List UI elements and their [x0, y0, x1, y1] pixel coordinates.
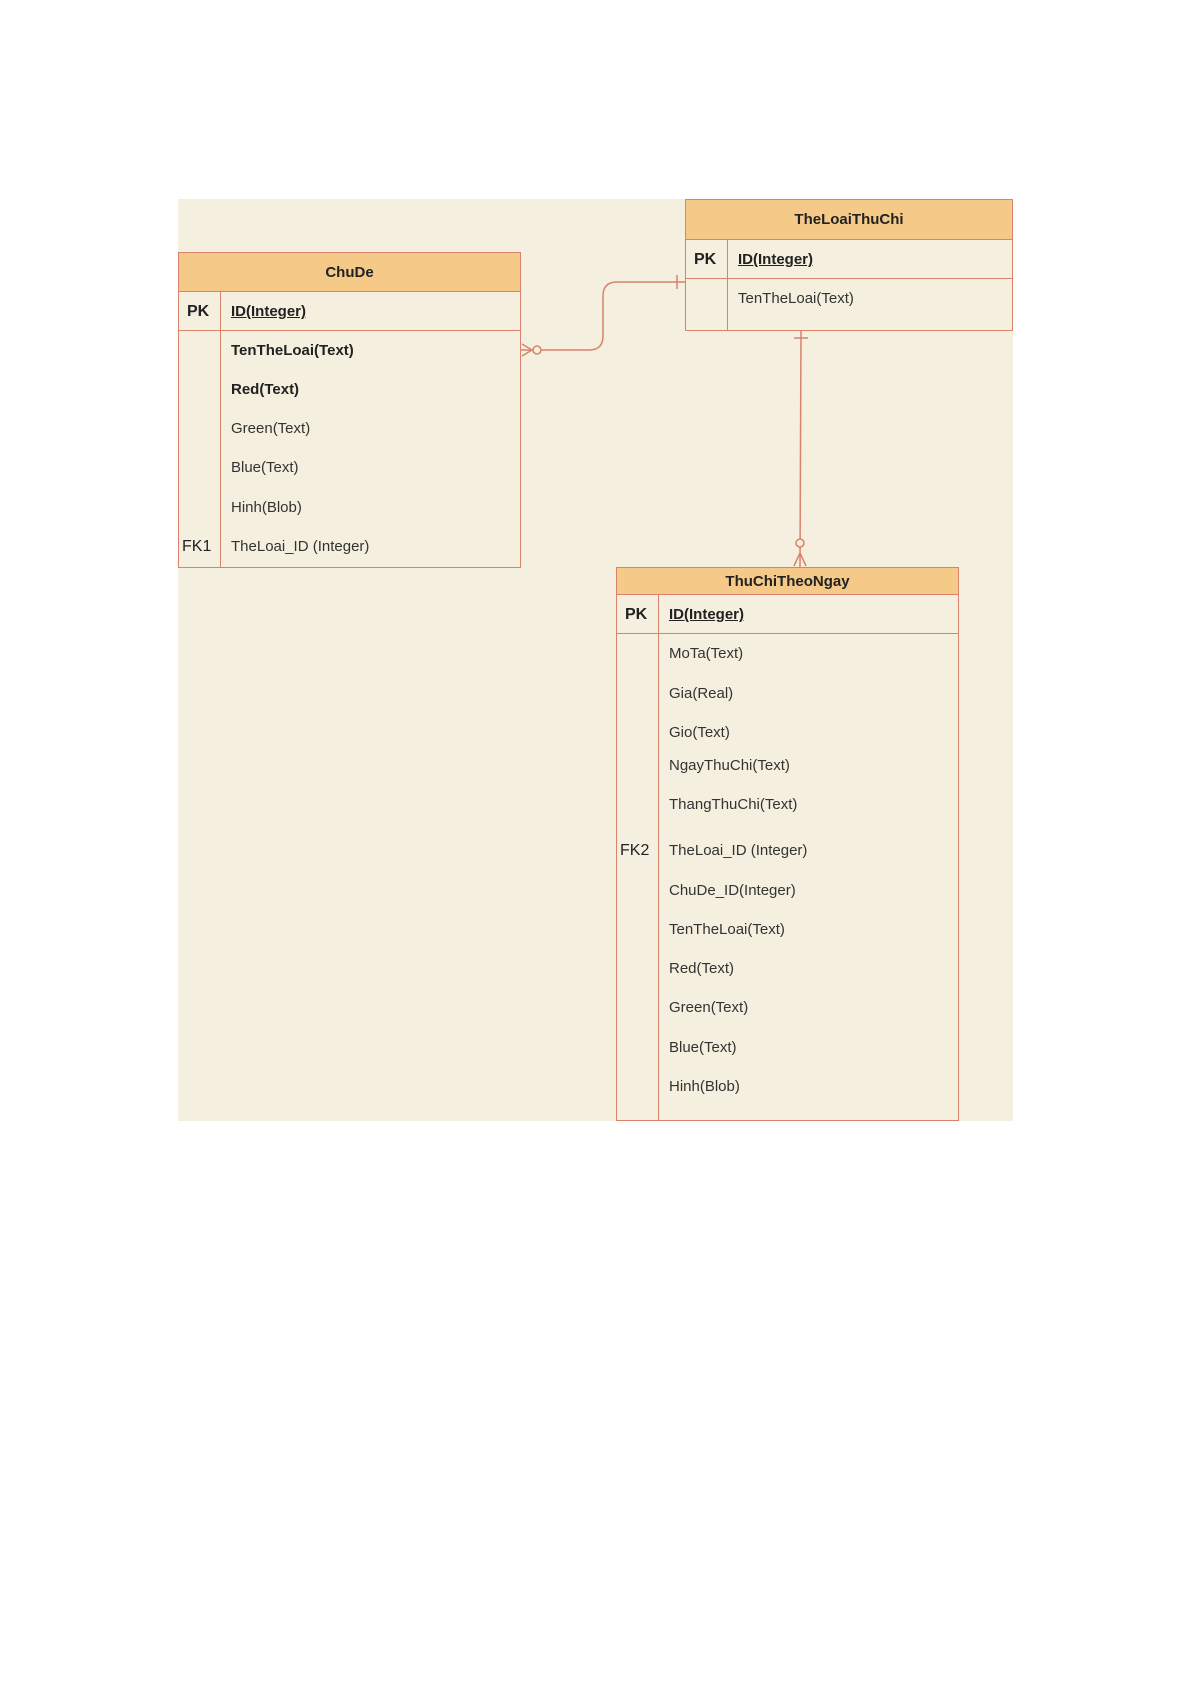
entity-thuchitheongay-field: NgayThuChi(Text) [669, 757, 790, 774]
entity-thuchitheongay-pk-field: ID(Integer) [669, 606, 744, 623]
entity-chude-field: Blue(Text) [231, 459, 299, 476]
entity-chude-field: TenTheLoai(Text) [231, 342, 354, 359]
entity-thuchitheongay-field: Gia(Real) [669, 685, 734, 702]
entity-chude-pk-row [179, 292, 520, 331]
entity-theloaithuchi-pk-row [686, 240, 1012, 279]
entity-chude-pk-label: PK [187, 303, 210, 320]
entity-thuchitheongay-field: TheLoai_ID (Integer) [669, 842, 808, 859]
entity-chude-field: TheLoai_ID (Integer) [231, 538, 370, 555]
entity-theloaithuchi-title: TheLoaiThuChi [686, 200, 1012, 240]
entity-chude-key-column [179, 292, 221, 567]
entity-thuchitheongay-pk-row [617, 595, 958, 634]
entity-chude-field: Red(Text) [231, 381, 300, 398]
entity-theloaithuchi-pk-label: PK [694, 251, 717, 268]
entity-chude-field: Hinh(Blob) [231, 499, 302, 516]
entity-theloaithuchi[interactable]: TheLoaiThuChi PK ID(Integer) TenTheLoai(… [685, 199, 1013, 331]
entity-thuchitheongay-key-column [617, 595, 659, 1120]
entity-theloaithuchi-key-column [686, 240, 728, 330]
entity-thuchitheongay[interactable]: ThuChiTheoNgay PK ID(Integer) MoTa(Text)… [616, 567, 959, 1121]
entity-thuchitheongay-field: TenTheLoai(Text) [669, 921, 785, 938]
entity-thuchitheongay-field: Blue(Text) [669, 1039, 737, 1056]
entity-chude-pk-field: ID(Integer) [231, 303, 306, 320]
entity-thuchitheongay-pk-label: PK [625, 606, 648, 623]
entity-thuchitheongay-field: MoTa(Text) [669, 645, 744, 662]
entity-chude-fk-label: FK1 [182, 538, 212, 555]
entity-thuchitheongay-field: ChuDe_ID(Integer) [669, 882, 796, 899]
entity-thuchitheongay-field: Green(Text) [669, 999, 749, 1016]
entity-thuchitheongay-field: ThangThuChi(Text) [669, 796, 798, 813]
entity-chude-field: Green(Text) [231, 420, 311, 437]
entity-theloaithuchi-field: TenTheLoai(Text) [738, 290, 854, 307]
entity-theloaithuchi-pk-field: ID(Integer) [738, 251, 813, 268]
entity-thuchitheongay-title: ThuChiTheoNgay [617, 568, 958, 595]
entity-chude[interactable]: ChuDe PK ID(Integer) TenTheLoai(Text) Red… [178, 252, 521, 568]
entity-thuchitheongay-fk-label: FK2 [620, 842, 650, 859]
entity-thuchitheongay-field: Gio(Text) [669, 724, 730, 741]
entity-chude-title: ChuDe [179, 253, 520, 292]
entity-thuchitheongay-field: Hinh(Blob) [669, 1078, 740, 1095]
entity-thuchitheongay-field: Red(Text) [669, 960, 735, 977]
